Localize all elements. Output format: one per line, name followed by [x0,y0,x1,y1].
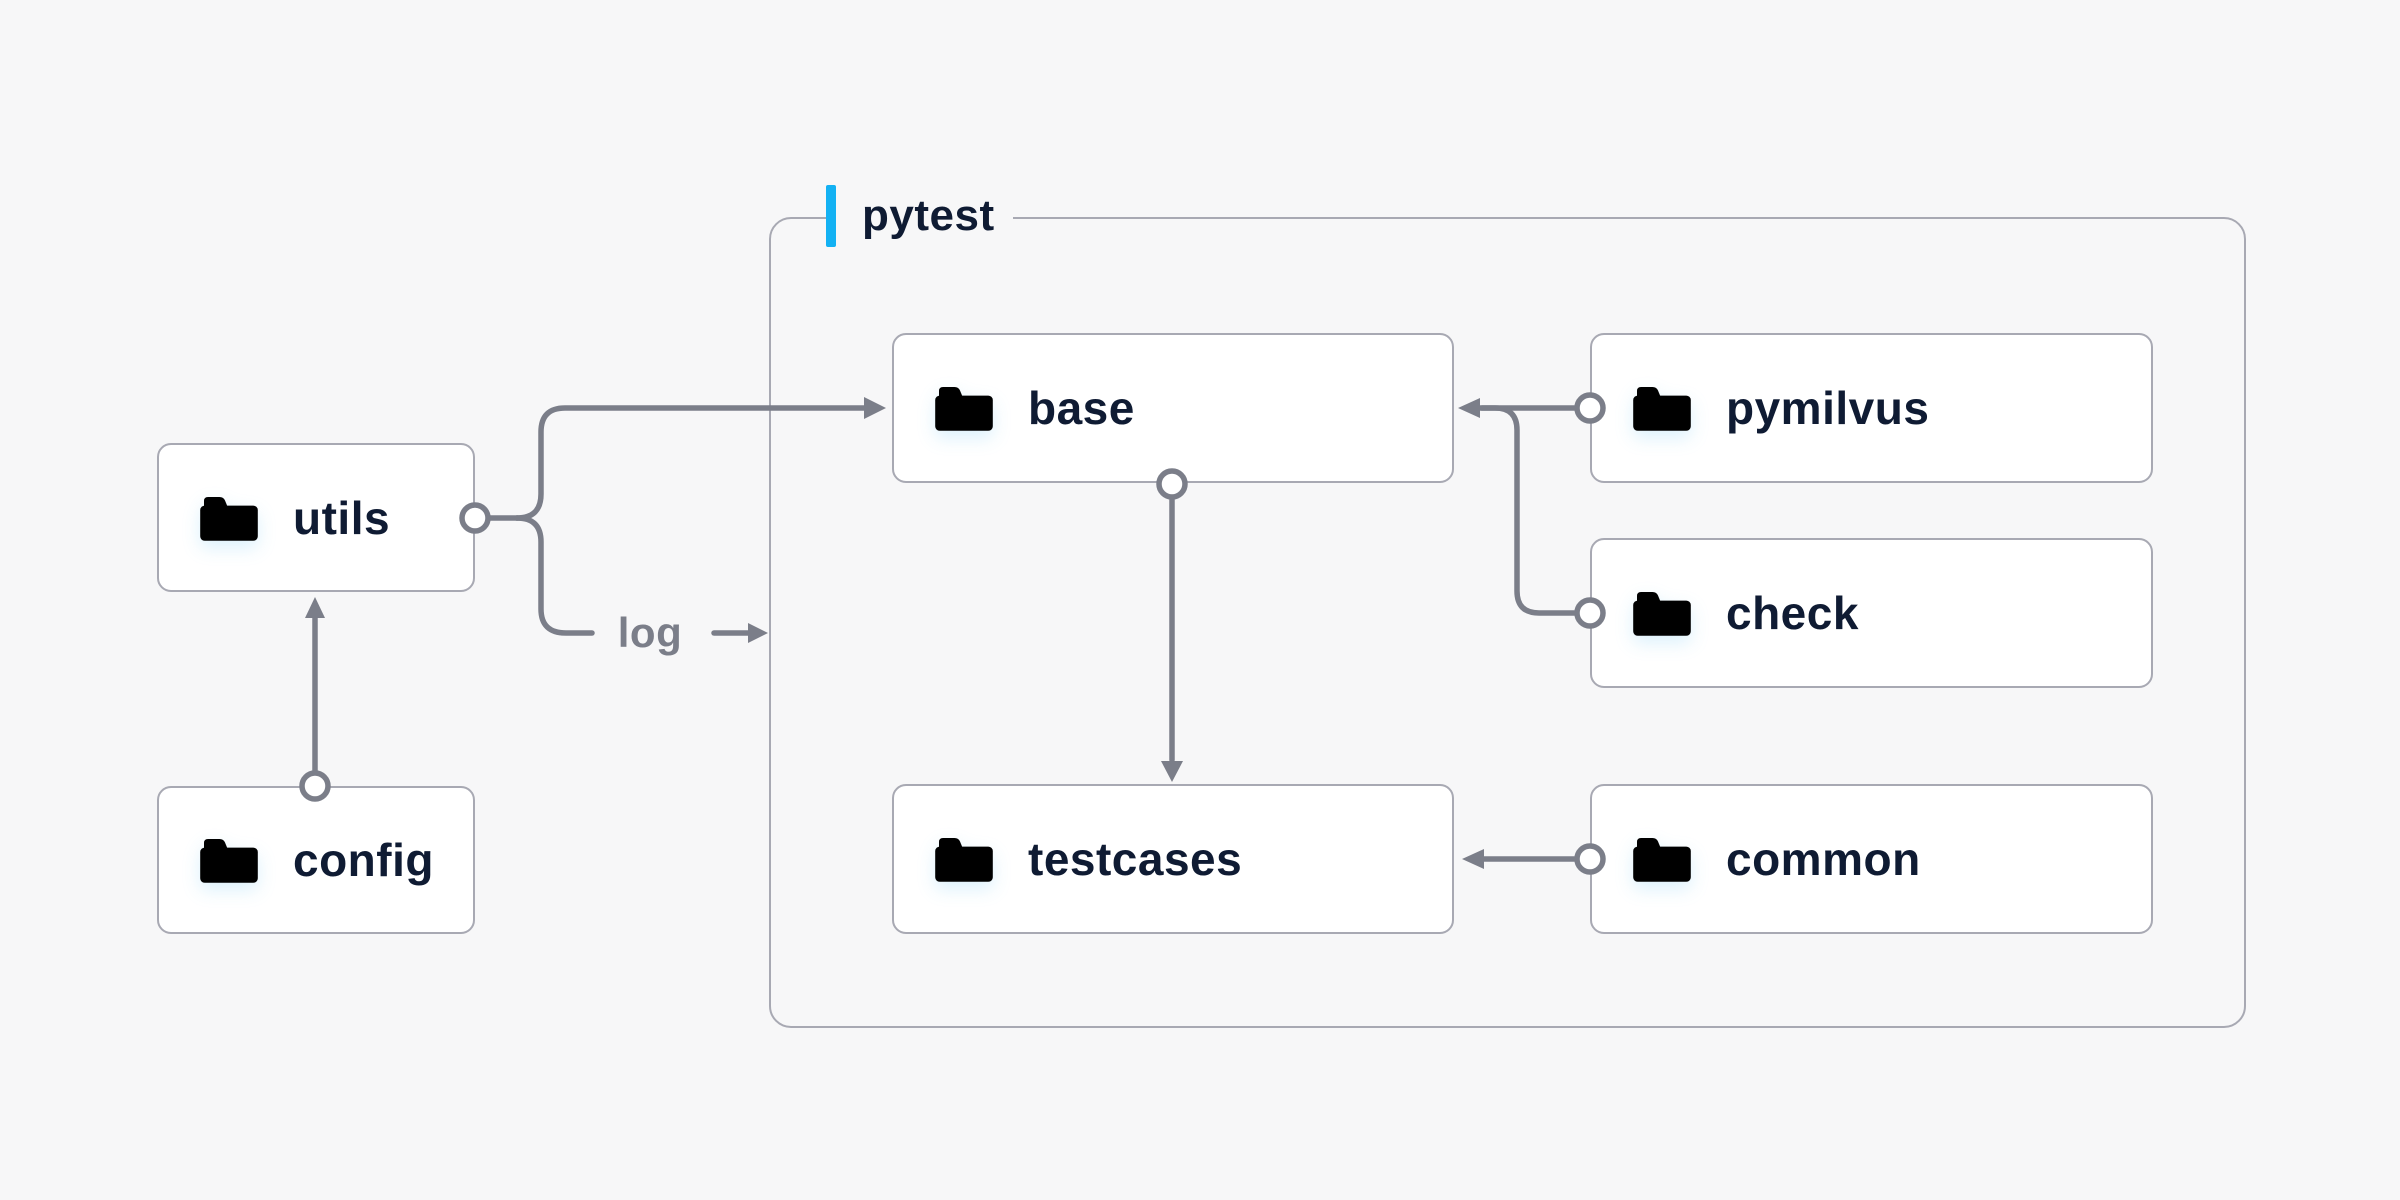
pytest-group-title: pytest [862,191,995,240]
pytest-group [769,217,2246,1028]
node-common-label: common [1726,833,1921,885]
node-base-label: base [1028,382,1135,434]
node-pymilvus-label: pymilvus [1726,382,1930,434]
folder-icon [932,833,996,885]
node-check: check [1590,538,2153,688]
arrowhead-log [748,623,768,643]
folder-icon [1630,382,1694,434]
folder-icon [932,382,996,434]
node-config-label: config [293,834,434,886]
folder-icon [197,834,261,886]
node-pymilvus: pymilvus [1590,333,2153,483]
node-utils-label: utils [293,491,391,544]
accent-bar-icon [826,185,836,247]
edge-label-log: log [617,609,683,656]
node-common: common [1590,784,2153,934]
node-testcases-label: testcases [1028,833,1243,885]
arrowhead-into-utils-bottom [305,597,325,618]
node-base: base [892,333,1454,483]
folder-icon [197,492,261,544]
folder-icon [1630,587,1694,639]
node-check-label: check [1726,587,1859,639]
edge-utils-to-log [514,515,595,636]
node-testcases: testcases [892,784,1454,934]
node-utils: utils [157,443,475,592]
pytest-group-label: pytest [826,185,1013,247]
folder-icon [1630,833,1694,885]
node-config: config [157,786,475,934]
